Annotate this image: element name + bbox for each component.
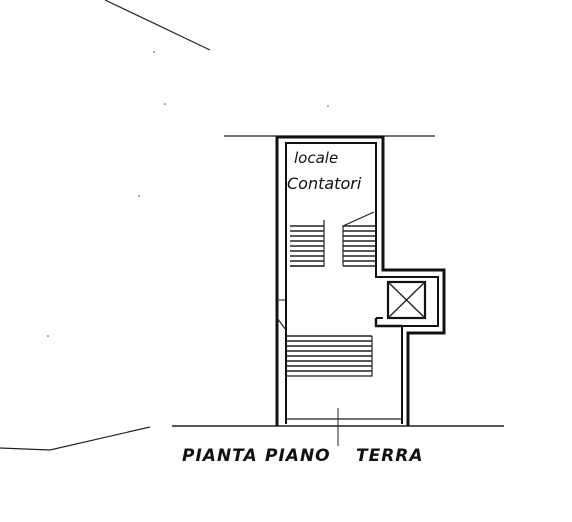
sketch-line-left <box>0 426 151 451</box>
upper-stair-left <box>290 220 325 267</box>
lower-stair <box>287 335 373 377</box>
paper-specks <box>47 51 329 337</box>
elevator-shaft <box>386 280 427 320</box>
upper-stair-right <box>342 211 376 267</box>
caption-word-piano: PIANO <box>265 446 331 466</box>
entrance-threshold <box>286 408 402 446</box>
caption-word-terra: TERRA <box>356 446 424 466</box>
room-label-line2: Contatori <box>287 174 362 193</box>
caption-word-pianta: PIANTA <box>182 446 258 466</box>
sketch-line-top <box>104 0 211 51</box>
room-label-line1: locale <box>294 149 338 167</box>
building-walls <box>275 135 446 426</box>
